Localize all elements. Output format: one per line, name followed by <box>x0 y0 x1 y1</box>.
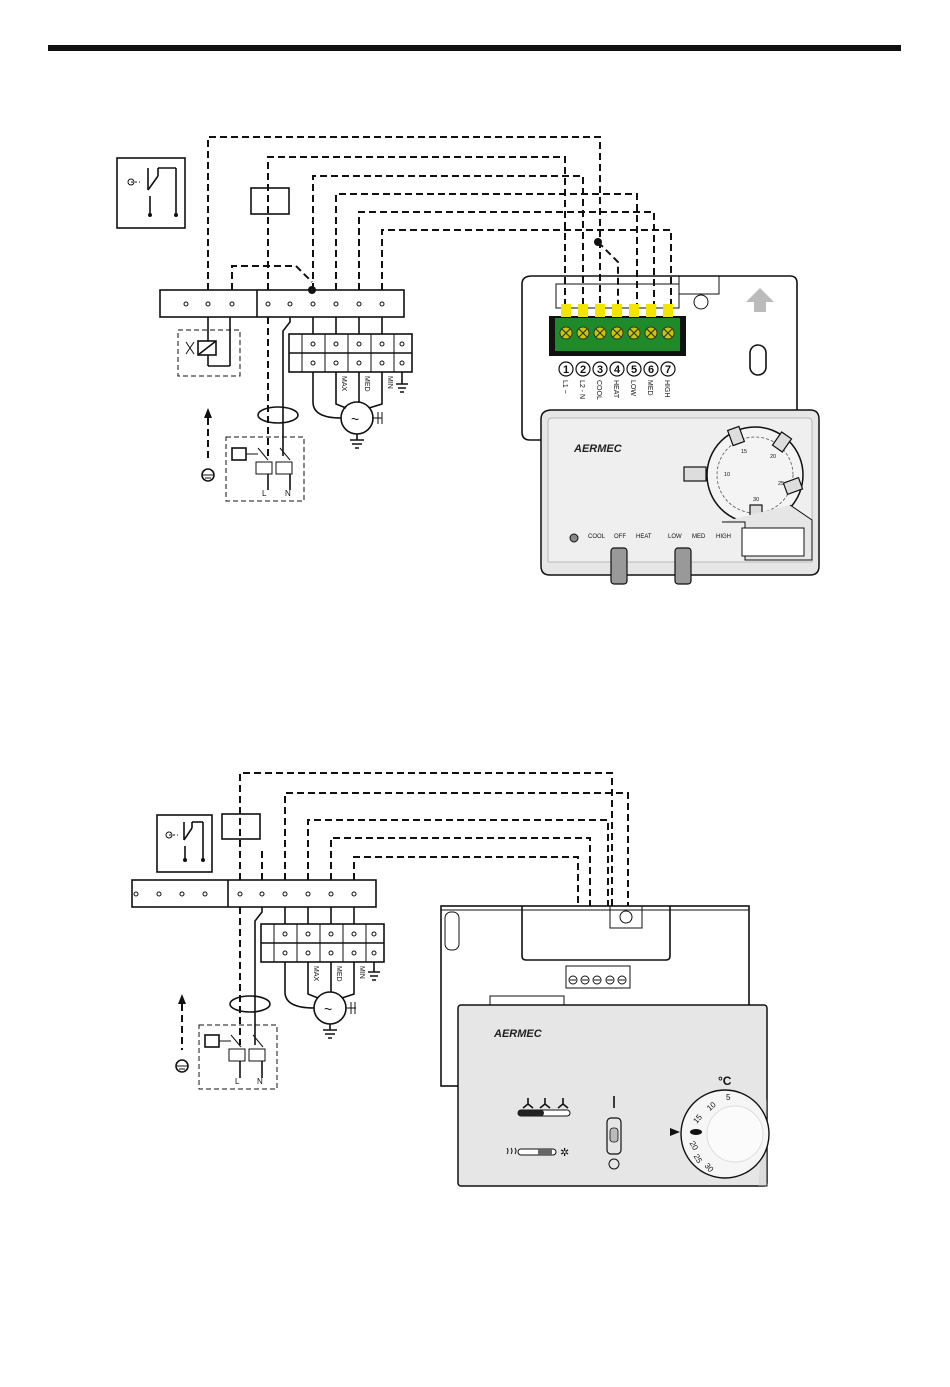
cool-icon: ✲ <box>560 1147 569 1159</box>
brand-logo-2: AERMEC <box>493 1028 543 1040</box>
mode-label-off: OFF <box>614 534 626 540</box>
diagram-2: MAX MED MIN ~ L N <box>132 773 769 1186</box>
terminal-number-1: 1 <box>563 364 569 376</box>
brand-logo-1: AERMEC <box>573 443 623 455</box>
terminal-number-6: 6 <box>648 364 654 376</box>
terminal-label-heat: HEAT <box>612 380 619 399</box>
terminal-label-cool: COOL <box>595 380 602 400</box>
terminal-number-2: 2 <box>580 364 586 376</box>
speed-label-high: HIGH <box>716 534 731 540</box>
control-module-box <box>251 188 289 214</box>
thermostat-front-2: AERMEC ✲ °C 5 10 1 <box>458 1005 769 1186</box>
switch-symbol-box <box>117 158 185 228</box>
svg-text:~: ~ <box>324 1001 332 1017</box>
svg-text:~: ~ <box>351 411 359 427</box>
switch-symbol-box-2 <box>157 815 212 872</box>
motor-label-med: MED <box>363 376 370 392</box>
thermostat-front-1: AERMEC 10 15 20 25 30 COOL OFF HEAT <box>541 410 819 584</box>
terminal-label-l2: L2 - N <box>578 380 585 399</box>
motor-label-min: MIN <box>386 376 393 389</box>
speed-label-med: MED <box>692 534 706 540</box>
diagram-1: MAX MED MIN ~ L N <box>117 137 819 584</box>
dial-label-30: 30 <box>753 497 759 503</box>
dial-label-15: 15 <box>741 449 747 455</box>
ground-arrow-1 <box>202 408 214 481</box>
dial-label-25: 25 <box>778 481 784 487</box>
supply-label-l: L <box>262 489 267 498</box>
terminal-label-high: HIGH <box>663 380 670 398</box>
fan-speed-slider[interactable] <box>518 1110 544 1116</box>
thermostat-junction-dot <box>594 238 602 246</box>
ground-arrow-2 <box>176 994 188 1072</box>
mode-switch[interactable] <box>611 548 627 584</box>
valve-box <box>178 317 240 376</box>
dial-label-10: 10 <box>724 472 730 478</box>
dial-label-20: 20 <box>770 454 776 460</box>
terminal-label-l1: L1 ~ <box>561 380 568 394</box>
terminal-strip-2 <box>132 880 376 907</box>
motor2-label-med: MED <box>335 966 342 982</box>
mode-slider[interactable] <box>538 1149 552 1155</box>
terminal-label-low: LOW <box>629 380 636 396</box>
supply2-label-n: N <box>257 1077 263 1086</box>
terminal-strip-1 <box>160 290 404 317</box>
dial2-label-5: 5 <box>726 1093 731 1102</box>
mode-label-cool: COOL <box>588 534 606 540</box>
terminal-number-4: 4 <box>614 364 621 376</box>
top-rule <box>48 45 901 51</box>
supply-switch-box-1 <box>226 317 304 501</box>
supply2-label-l: L <box>235 1077 240 1086</box>
status-led <box>570 534 578 542</box>
fan-speed-switch[interactable] <box>675 548 691 584</box>
terminal-number-3: 3 <box>597 364 603 376</box>
dashed-wiring-1 <box>208 137 671 318</box>
terminal-number-5: 5 <box>631 364 637 376</box>
mode-label-heat: HEAT <box>636 534 652 540</box>
terminal-number-7: 7 <box>665 364 671 376</box>
terminal-label-med: MED <box>646 380 653 396</box>
fan-motor-2: ~ <box>285 962 356 1038</box>
supply-switch-box-2 <box>199 907 277 1089</box>
supply-label-n: N <box>285 489 291 498</box>
motor2-label-min: MIN <box>358 966 365 979</box>
motor-label-max: MAX <box>340 376 347 392</box>
unit-label: °C <box>718 1074 732 1088</box>
motor2-label-max: MAX <box>312 966 319 982</box>
speed-label-low: LOW <box>668 534 682 540</box>
